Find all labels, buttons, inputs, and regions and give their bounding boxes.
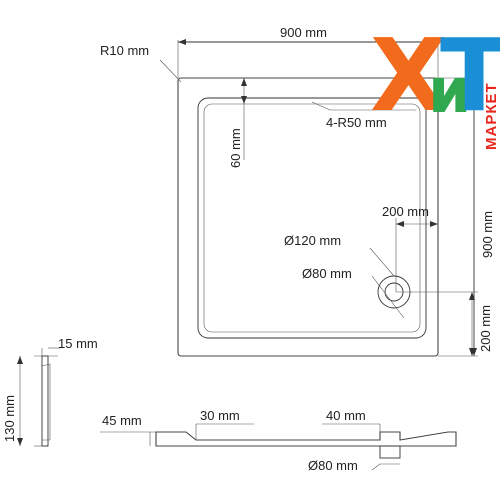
drain-inner-label: Ø80 mm xyxy=(302,266,352,281)
profile-top-label: 15 mm xyxy=(58,336,98,351)
drain-offset-x-label: 200 mm xyxy=(382,204,429,219)
logo-letter-i: и xyxy=(428,54,471,127)
corner-radius-label: R10 mm xyxy=(100,43,149,58)
height-label: 900 mm xyxy=(480,211,495,258)
profile-height-label: 130 mm xyxy=(2,395,17,442)
section-drain-label: Ø80 mm xyxy=(308,458,358,473)
section-40-label: 40 mm xyxy=(326,408,366,423)
drain-outer-label: Ø120 mm xyxy=(284,233,341,248)
rim-label: 60 mm xyxy=(228,128,243,168)
tray-inner-outline-2 xyxy=(203,103,421,333)
logo-letter-x: Х xyxy=(370,17,447,134)
section-left-label: 45 mm xyxy=(102,413,142,428)
drain-inner-circle xyxy=(384,282,404,302)
section-30-label: 30 mm xyxy=(200,408,240,423)
brand-logo: Х и Т МАРКЕТ xyxy=(370,17,500,150)
tray-outer-outline xyxy=(177,77,439,357)
width-label: 900 mm xyxy=(280,25,327,40)
inner-radius-label: 4-R50 mm xyxy=(326,115,387,130)
logo-word: МАРКЕТ xyxy=(483,82,500,150)
tray-inner-outline xyxy=(197,97,427,339)
side-profile xyxy=(41,355,49,447)
drain-offset-y-label: 200 mm xyxy=(478,305,493,352)
logo-letter-t: Т xyxy=(440,17,500,134)
section-drain-pipe xyxy=(379,445,401,459)
cross-section xyxy=(155,431,457,447)
